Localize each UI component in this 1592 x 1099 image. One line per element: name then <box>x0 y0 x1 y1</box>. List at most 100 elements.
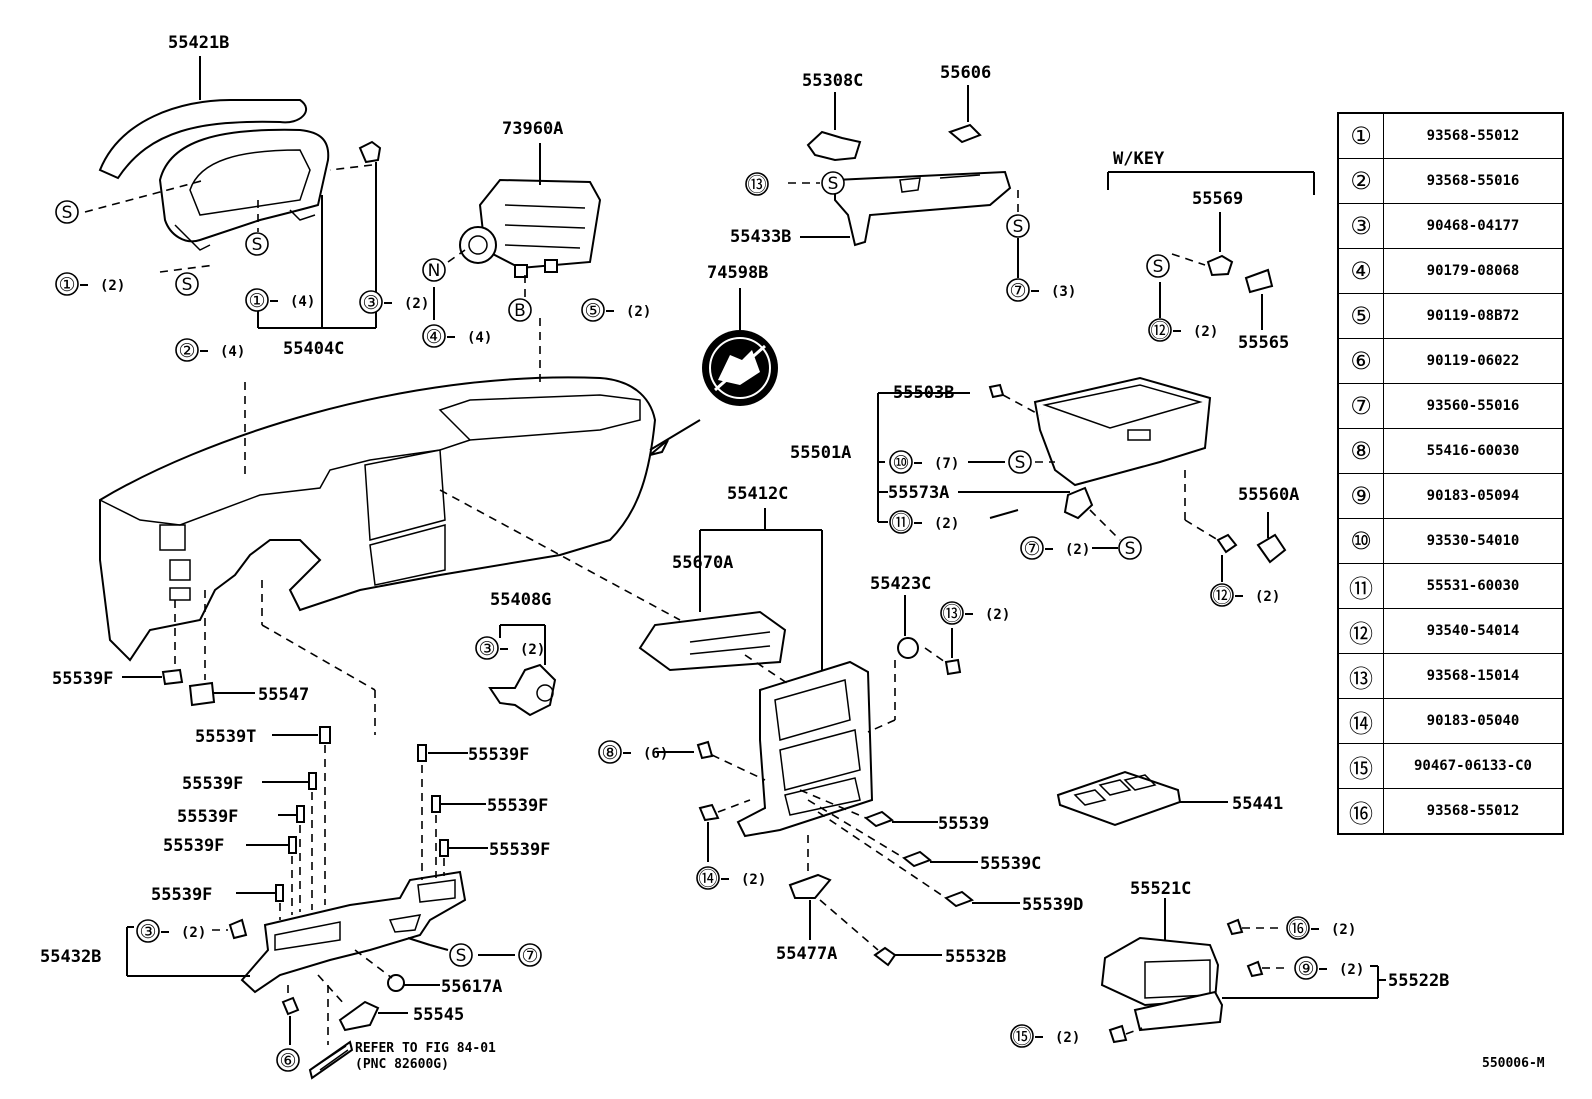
bolt-ref: ⑫ <box>1150 320 1169 342</box>
qty-dashes <box>80 284 1327 1038</box>
circle-s: S <box>828 174 839 194</box>
row-part-number: 90183-05094 <box>1383 473 1564 519</box>
qty: (2) <box>1331 922 1356 938</box>
qty: (2) <box>985 607 1010 623</box>
qty: (7) <box>934 456 959 472</box>
qty: (2) <box>934 516 959 532</box>
row-part-number: 90119-06022 <box>1383 338 1564 384</box>
part-label-55521C: 55521C <box>1130 879 1191 899</box>
row-part-number: 90467-06133-C0 <box>1383 743 1564 789</box>
qty: (2) <box>626 304 651 320</box>
qty: (2) <box>100 278 125 294</box>
row-part-number: 93568-55012 <box>1383 788 1564 835</box>
bolt-ref: ⑮ <box>1012 1026 1031 1048</box>
row-key: ⑦ <box>1337 383 1384 429</box>
bolt-ref: ⑬ <box>747 174 766 196</box>
cluster-finish-panel <box>98 99 330 251</box>
box-55521C <box>1100 936 1224 1032</box>
part-label-55560A: 55560A <box>1238 485 1299 505</box>
part-label-55670A: 55670A <box>672 553 733 573</box>
qty: (2) <box>1255 589 1280 605</box>
bolt-ref: ③ <box>139 921 156 943</box>
circle-s: S <box>182 275 193 295</box>
part-label-55477A: 55477A <box>776 944 837 964</box>
bolt-ref: ⑬ <box>942 603 961 625</box>
box-55441 <box>1056 770 1182 827</box>
part-label-55503B: 55503B <box>893 383 954 403</box>
qty: (2) <box>1065 542 1090 558</box>
bolt-ref: ② <box>178 340 195 362</box>
part-label-55539F: 55539F <box>468 745 529 765</box>
qty: (4) <box>290 294 315 310</box>
part-label-55606: 55606 <box>940 63 991 83</box>
row-key: ⑮ <box>1337 743 1384 789</box>
bolt-ref: ⑤ <box>584 300 601 322</box>
part-label-55539F: 55539F <box>151 885 212 905</box>
qty: (2) <box>1055 1030 1080 1046</box>
row-key: ⑪ <box>1337 563 1384 609</box>
part-label-55532B: 55532B <box>945 947 1006 967</box>
row-key: ⑬ <box>1337 653 1384 699</box>
circle-s: S <box>456 946 467 966</box>
part-label-55421B: 55421B <box>168 33 229 53</box>
row-part-number: 90183-05040 <box>1383 698 1564 744</box>
catch-55560A <box>1256 533 1287 564</box>
part-label-55539F: 55539F <box>177 807 238 827</box>
quantity-labels: (2) (4) (4) (4) (2) (2) (3) (2) (7) (2) … <box>100 278 1364 1046</box>
part-label-55412C: 55412C <box>727 484 788 504</box>
row-key: ⑤ <box>1337 293 1384 339</box>
circle-s: S <box>62 203 73 223</box>
bolt-ref: ⑧ <box>601 742 618 764</box>
circle-numbers: ① ① ② ④ ⑤ ③ ⑬ ⑦ ⑫ ⑩ ⑪ ⑦ ⑫ ⑬ ③ ⑧ ⑭ ③ ⑦ ⑥ … <box>58 174 1314 1072</box>
part-label-73960A: 73960A <box>502 119 563 139</box>
part-label-55308C: 55308C <box>802 71 863 91</box>
qty: (2) <box>181 925 206 941</box>
bolt-ref: ⑭ <box>698 868 717 890</box>
passenger-airbag-assembly <box>459 178 602 278</box>
part-label-55617A: 55617A <box>441 977 502 997</box>
circle-s: S <box>1013 217 1024 237</box>
glove-compartment-door <box>1033 376 1212 487</box>
circle-s: S <box>1015 453 1026 473</box>
row-key: ③ <box>1337 203 1384 249</box>
row-key: ④ <box>1337 248 1384 294</box>
part-label-55569: 55569 <box>1192 189 1243 209</box>
part-label-55539F: 55539F <box>52 669 113 689</box>
row-part-number: 55416-60030 <box>1383 428 1564 474</box>
bolt-ref: ③ <box>362 292 379 314</box>
bolt-ref: ④ <box>425 326 442 348</box>
w-key-label: W/KEY <box>1113 149 1165 169</box>
row-key: ⑯ <box>1337 788 1384 835</box>
qty: (2) <box>1339 962 1364 978</box>
instrument-panel <box>99 376 657 662</box>
bolt-ref: ⑥ <box>279 1050 296 1072</box>
part-label-55539T: 55539T <box>195 727 256 747</box>
part-label-55539F: 55539F <box>489 840 550 860</box>
figure-code: 550006-M <box>1482 1056 1545 1071</box>
row-part-number: 90468-04177 <box>1383 203 1564 249</box>
row-key: ⑩ <box>1337 518 1384 564</box>
row-part-number: 90179-08068 <box>1383 248 1564 294</box>
part-label-55501A: 55501A <box>790 443 851 463</box>
circle-b: B <box>514 301 526 321</box>
part-label-55539C: 55539C <box>980 854 1041 874</box>
circle-s: S <box>1153 257 1164 277</box>
bolt-ref: ⑪ <box>891 512 910 534</box>
part-label-55539D: 55539D <box>1022 895 1083 915</box>
circle-letters: S S S N B S S S S S S <box>62 174 1164 966</box>
bolt-ref: ⑨ <box>1297 958 1314 980</box>
register-55670A <box>638 610 787 672</box>
bolt-ref: ⑯ <box>1288 918 1307 940</box>
